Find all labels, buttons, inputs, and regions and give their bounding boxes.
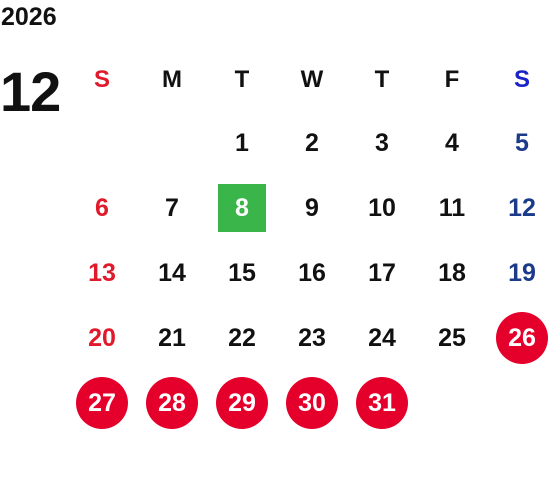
week-row-5: 27 28 29 30 31 <box>67 370 548 435</box>
day-number: 11 <box>438 193 466 222</box>
day-cell <box>417 370 487 435</box>
month-number: 12 <box>0 60 61 123</box>
day-number: 21 <box>158 323 186 352</box>
day-number: 3 <box>375 128 389 157</box>
holiday-marker: 27 <box>76 376 128 429</box>
calendar-grid: S M T W T F S 1 2 3 4 5 6 7 8 9 10 11 12… <box>67 50 548 435</box>
day-cell: 17 <box>347 240 417 305</box>
year-label: 2026 <box>1 3 57 31</box>
day-number: 20 <box>88 323 116 352</box>
day-cell: 5 <box>487 110 548 175</box>
day-number: 24 <box>368 323 396 352</box>
day-number <box>146 117 198 169</box>
holiday-marker: 29 <box>216 376 268 429</box>
day-cell <box>137 110 207 175</box>
day-cell <box>487 370 548 435</box>
day-number: 16 <box>298 258 326 287</box>
day-number <box>496 377 548 429</box>
day-number: 23 <box>298 323 326 352</box>
weekday-wednesday: W <box>300 66 324 93</box>
day-number: 10 <box>368 193 396 222</box>
day-cell-holiday: 27 <box>67 370 137 435</box>
day-cell: 25 <box>417 305 487 370</box>
day-number: 7 <box>165 193 179 222</box>
week-row-3: 13 14 15 16 17 18 19 <box>67 240 548 305</box>
day-number: 22 <box>228 323 256 352</box>
day-cell: 6 <box>67 175 137 240</box>
holiday-marker: 30 <box>286 376 338 429</box>
day-number: 12 <box>508 193 536 222</box>
day-number: 1 <box>235 128 249 157</box>
weekday-monday: M <box>162 66 182 93</box>
weekday-sunday: S <box>93 66 110 93</box>
weekday-tuesday: T <box>234 66 250 93</box>
day-cell: 18 <box>417 240 487 305</box>
day-cell: 11 <box>417 175 487 240</box>
day-number: 9 <box>305 193 319 222</box>
day-cell: 19 <box>487 240 548 305</box>
day-number: 14 <box>158 258 186 287</box>
day-cell-holiday: 30 <box>277 370 347 435</box>
day-cell-holiday: 28 <box>137 370 207 435</box>
day-cell: 22 <box>207 305 277 370</box>
day-number: 5 <box>515 128 529 157</box>
day-number: 6 <box>95 193 109 222</box>
day-number: 4 <box>445 128 459 157</box>
day-cell-today: 8 <box>207 175 277 240</box>
holiday-marker: 26 <box>496 311 548 364</box>
week-row-2: 6 7 8 9 10 11 12 <box>67 175 548 240</box>
day-cell: 12 <box>487 175 548 240</box>
day-cell: 2 <box>277 110 347 175</box>
day-number: 13 <box>88 258 116 287</box>
day-cell: 16 <box>277 240 347 305</box>
day-number <box>426 377 478 429</box>
day-number: 15 <box>228 258 256 287</box>
day-cell-holiday: 29 <box>207 370 277 435</box>
day-cell-holiday: 31 <box>347 370 417 435</box>
week-row-1: 1 2 3 4 5 <box>67 110 548 175</box>
day-cell: 1 <box>207 110 277 175</box>
day-number: 2 <box>305 128 319 157</box>
day-number: 19 <box>508 258 536 287</box>
day-cell: 23 <box>277 305 347 370</box>
day-cell: 3 <box>347 110 417 175</box>
day-number: 18 <box>438 258 466 287</box>
day-cell: 24 <box>347 305 417 370</box>
day-cell: 14 <box>137 240 207 305</box>
weekday-thursday: T <box>374 66 390 93</box>
day-cell: 20 <box>67 305 137 370</box>
today-marker: 8 <box>218 183 266 232</box>
day-number: 25 <box>438 323 466 352</box>
holiday-marker: 31 <box>356 376 408 429</box>
day-cell: 9 <box>277 175 347 240</box>
weekday-saturday: S <box>513 66 530 93</box>
holiday-marker: 28 <box>146 376 198 429</box>
day-cell: 15 <box>207 240 277 305</box>
day-cell: 21 <box>137 305 207 370</box>
day-cell: 4 <box>417 110 487 175</box>
day-cell <box>67 110 137 175</box>
day-cell: 7 <box>137 175 207 240</box>
day-cell-holiday: 26 <box>487 305 548 370</box>
day-cell: 13 <box>67 240 137 305</box>
day-number <box>76 117 128 169</box>
day-number: 17 <box>368 258 396 287</box>
week-row-4: 20 21 22 23 24 25 26 <box>67 305 548 370</box>
day-cell: 10 <box>347 175 417 240</box>
weekday-friday: F <box>444 66 460 93</box>
weekday-header-row: S M T W T F S <box>67 50 548 110</box>
